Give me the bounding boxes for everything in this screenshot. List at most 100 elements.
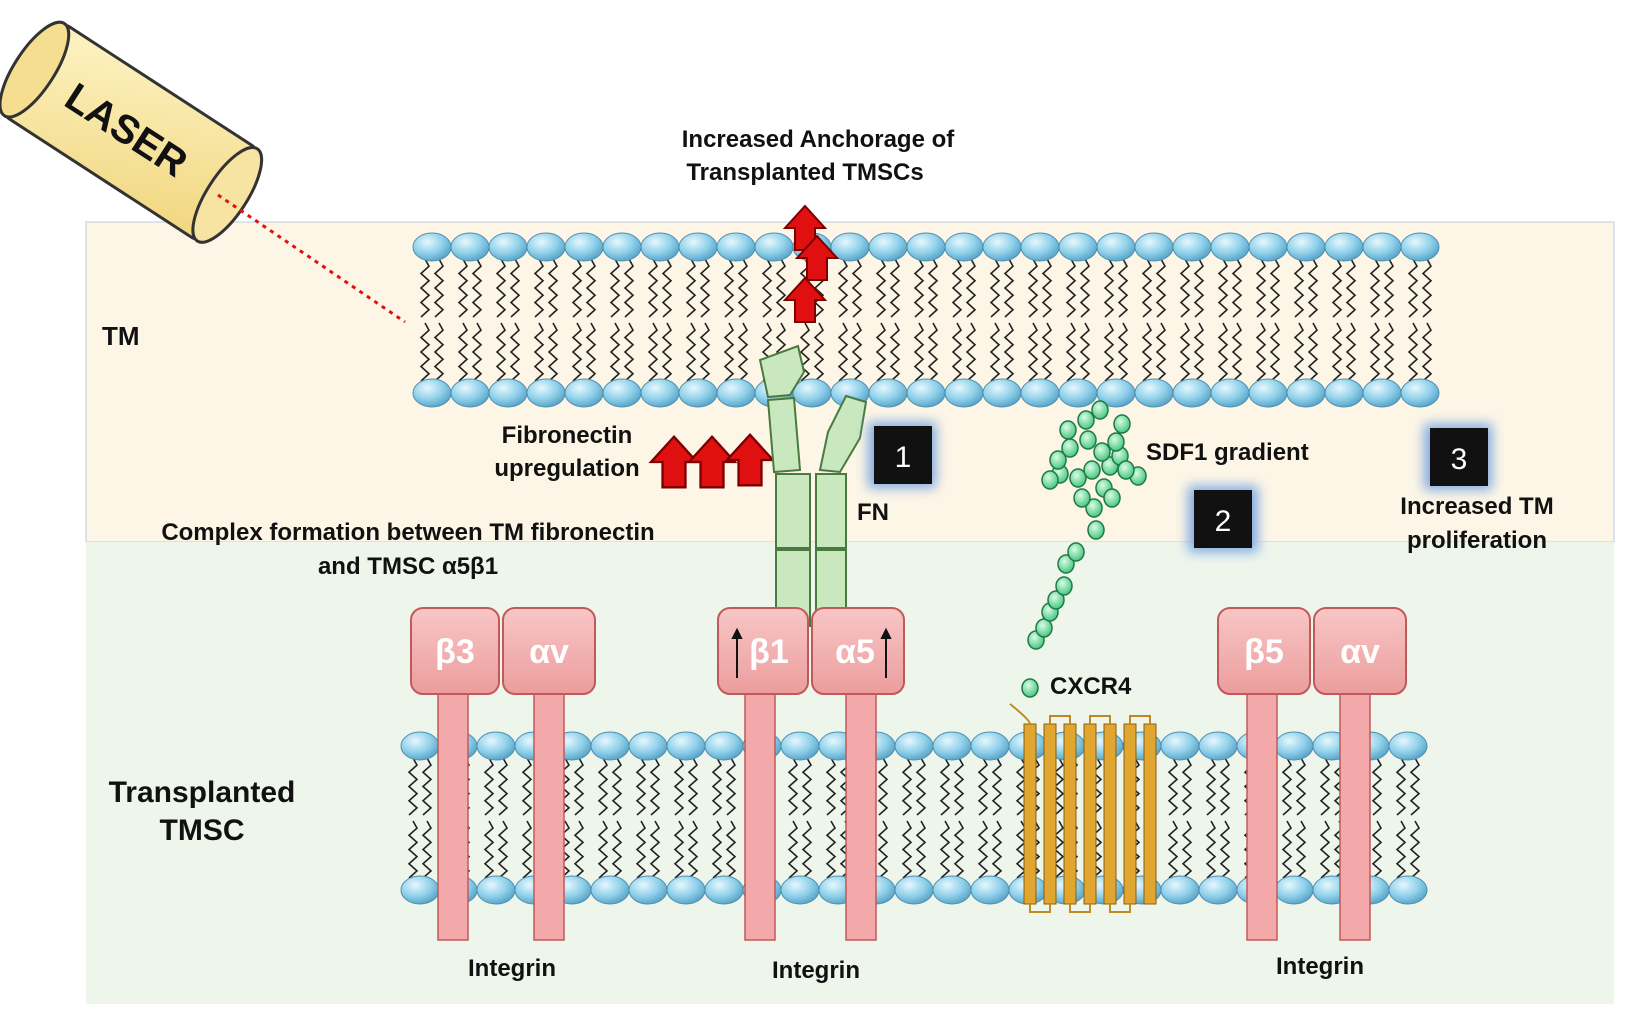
lipid-head [666, 875, 706, 905]
integrin-stalk [437, 689, 469, 941]
lipid-tail [611, 757, 623, 816]
lipid-tail [421, 820, 433, 879]
lipid-tail [989, 322, 1001, 382]
lipid-head [526, 232, 566, 262]
lipid-tail [953, 820, 965, 879]
lipid-tail [1027, 258, 1039, 318]
lipid-tail [573, 820, 585, 879]
lipid-tail [877, 757, 889, 816]
lipid-tail [457, 322, 469, 382]
lipid-tail [1041, 322, 1053, 382]
lipid-tail [1407, 258, 1419, 318]
lipid-tail [1205, 820, 1217, 879]
lipid-tail [837, 258, 849, 318]
lipid-tail [787, 757, 799, 816]
lipid-tail [471, 322, 483, 382]
lipid-head [1362, 378, 1402, 408]
lipid-tail [1345, 258, 1357, 318]
lipid-head [970, 731, 1010, 761]
lipid-head [678, 232, 718, 262]
integrin-label: Integrin [1276, 953, 1364, 980]
beta1-subunit [717, 607, 809, 695]
complex-formation-line2: and TMSC α5β1 [318, 553, 498, 580]
lipid-tail [547, 322, 559, 382]
lipid-tail [1179, 322, 1191, 382]
lipid-head [1096, 232, 1136, 262]
fibronectin-label-line2: upregulation [494, 455, 639, 482]
cxcr4-receptor [1009, 703, 1157, 913]
lipid-head [400, 731, 440, 761]
lipid-tail [1395, 820, 1407, 879]
lipid-tail [1295, 820, 1307, 879]
lipid-head [1400, 232, 1440, 262]
lipid-tail [801, 820, 813, 879]
lipid-tail [913, 258, 925, 318]
lipid-tail [813, 322, 825, 382]
lipid-tail [649, 757, 661, 816]
lipid-head [602, 378, 642, 408]
lipid-tail [927, 322, 939, 382]
lipid-head [792, 378, 832, 408]
lipid-tail [711, 820, 723, 879]
lipid-tail [647, 258, 659, 318]
lipid-tail [609, 322, 621, 382]
step-3-number: 3 [1451, 443, 1468, 476]
lipid-head [666, 731, 706, 761]
lipid-tail [471, 258, 483, 318]
lipid-head [716, 232, 756, 262]
lipid-tail [1281, 757, 1293, 816]
lipid-tail [1217, 258, 1229, 318]
lipid-tail [851, 258, 863, 318]
lipid-tail [825, 820, 837, 879]
lipid-tail [915, 820, 927, 879]
lipid-tail [1027, 322, 1039, 382]
cxcr4-helix [1063, 723, 1077, 905]
lipid-tail [585, 322, 597, 382]
sdf1-molecule [1059, 420, 1077, 440]
lipid-head [970, 875, 1010, 905]
lipid-head [1274, 875, 1314, 905]
lipid-tail [699, 258, 711, 318]
lipid-tail [635, 820, 647, 879]
cxcr4-loop [1029, 904, 1051, 913]
lipid-tail [1003, 258, 1015, 318]
lipid-tail [1231, 322, 1243, 382]
step-2-number: 2 [1215, 505, 1232, 538]
lipid-head [982, 378, 1022, 408]
lipid-head [1324, 378, 1364, 408]
sdf1-molecule [1047, 590, 1065, 610]
sdf1-molecules [1021, 400, 1147, 698]
lipid-tail [723, 322, 735, 382]
lipid-tail [609, 258, 621, 318]
sdf1-gradient-label: SDF1 gradient [1146, 439, 1309, 466]
lipid-head [982, 232, 1022, 262]
lipid-tail [571, 322, 583, 382]
lipid-tail [1319, 820, 1331, 879]
sdf1-molecule [1077, 410, 1095, 430]
beta5-subunit [1217, 607, 1311, 695]
tm-label: TM [102, 321, 140, 351]
lipid-tail [1383, 322, 1395, 382]
lipid-head [1400, 378, 1440, 408]
cxcr4-helix [1123, 723, 1137, 905]
lipid-tail [1409, 757, 1421, 816]
lipid-head [1210, 378, 1250, 408]
alphav-subunit [502, 607, 596, 695]
lipid-head [412, 232, 452, 262]
lipid-tail [407, 757, 419, 816]
lipid-tail [737, 322, 749, 382]
fn-label: FN [857, 499, 889, 526]
alpha5-subunit [811, 607, 905, 695]
cxcr4-helix [1083, 723, 1097, 905]
lipid-head [894, 731, 934, 761]
lipid-head [450, 232, 490, 262]
lipid-head [1274, 731, 1314, 761]
lipid-head [944, 378, 984, 408]
lipid-tail [483, 820, 495, 879]
lipid-head [932, 875, 972, 905]
lipid-tail [1117, 322, 1129, 382]
alphav-label: αv [529, 633, 569, 671]
sdf1-molecule [1113, 414, 1131, 434]
integrin-transmembrane-stalks [437, 689, 1371, 941]
